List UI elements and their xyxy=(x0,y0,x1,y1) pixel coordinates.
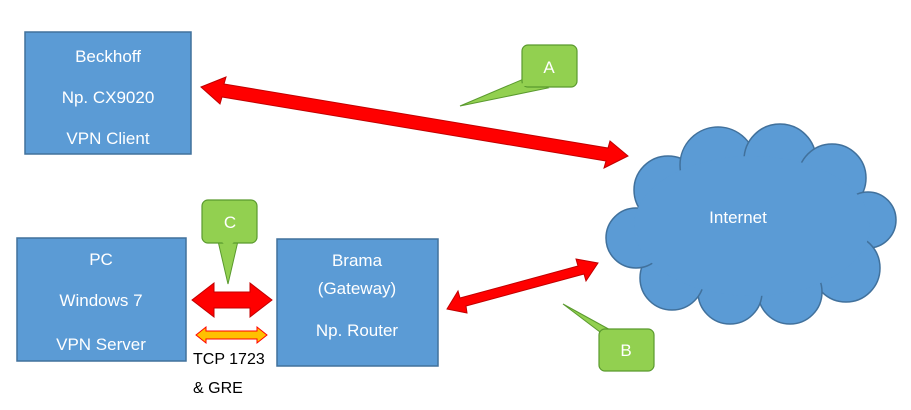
internet-label: Internet xyxy=(709,208,767,227)
gateway-box: Brama (Gateway) Np. Router xyxy=(276,238,439,367)
callout-a-label: A xyxy=(543,58,555,77)
callout-b: B xyxy=(562,303,655,372)
gateway-role: Np. Router xyxy=(316,321,399,340)
beckhoff-model: Np. CX9020 xyxy=(62,88,155,107)
gateway-title: Brama xyxy=(332,251,383,270)
protocol-note-line2: & GRE xyxy=(193,380,243,397)
pc-title: PC xyxy=(89,250,113,269)
beckhoff-box: Beckhoff Np. CX9020 VPN Client xyxy=(24,31,192,155)
arrow-gateway-internet xyxy=(446,258,599,314)
arrow-beckhoff-internet xyxy=(200,76,629,169)
protocol-note-line1: TCP 1723 xyxy=(193,351,265,368)
beckhoff-role: VPN Client xyxy=(66,129,149,148)
arrow-pc-gateway xyxy=(191,281,273,319)
callout-c-label: C xyxy=(224,213,236,232)
callout-a: A xyxy=(459,44,578,107)
callout-c: C xyxy=(201,199,258,285)
callout-b-label: B xyxy=(620,341,631,360)
pc-role: VPN Server xyxy=(56,335,146,354)
gateway-subtitle: (Gateway) xyxy=(318,279,396,298)
arrow-tcp-gre xyxy=(195,325,268,345)
protocol-note: TCP 1723 & GRE xyxy=(193,351,265,397)
pc-box: PC Windows 7 VPN Server xyxy=(16,237,187,362)
pc-os: Windows 7 xyxy=(59,291,142,310)
beckhoff-title: Beckhoff xyxy=(75,47,141,66)
internet-cloud: Internet xyxy=(605,123,897,325)
